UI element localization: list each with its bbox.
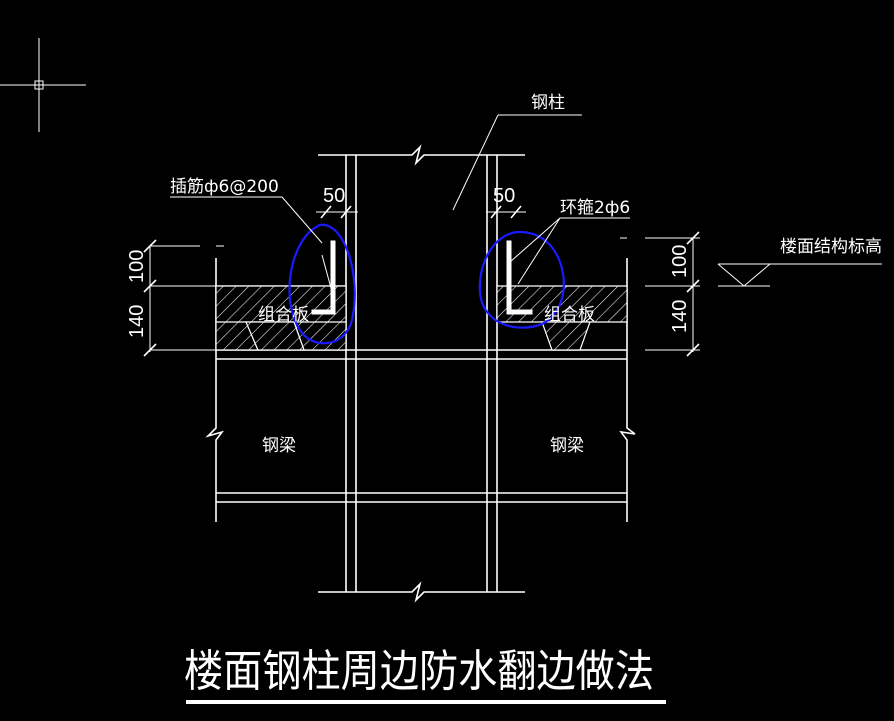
steel-column-label: 钢柱 (531, 93, 565, 113)
composite-slab-right-label: 组合板 (544, 305, 595, 325)
dimension-top-left (316, 205, 358, 219)
dim-right-slab: 140 (669, 300, 691, 333)
dowel-rebar-left (311, 240, 336, 315)
dowel-bar-label: 插筋ф6@200 (170, 177, 279, 197)
leader-steel-column (452, 114, 582, 211)
steel-beam-left-label: 钢梁 (262, 436, 296, 456)
markup-circle-right (478, 230, 565, 329)
leader-ring-hoop (509, 217, 630, 285)
dimension-left (143, 239, 216, 357)
steel-beam-right-label: 钢梁 (550, 436, 584, 456)
dimension-right (645, 231, 700, 357)
steel-column (318, 144, 525, 603)
dim-right-upstand: 100 (669, 245, 691, 278)
drawing-title: 楼面钢柱周边防水翻边做法 (184, 646, 654, 697)
floor-level-symbol-icon (717, 263, 882, 287)
dim-left-gap: 50 (323, 185, 345, 207)
ring-hoop-right (506, 240, 533, 315)
ring-hoop-label: 环箍2ф6 (560, 198, 630, 218)
markup-circle-left (288, 223, 356, 345)
dim-left-slab: 140 (126, 305, 148, 338)
dim-right-gap: 50 (493, 185, 515, 207)
crosshair-cursor-icon (0, 38, 86, 132)
dimension-top-right (486, 205, 526, 219)
leader-dowel-bar (170, 196, 323, 244)
composite-slab-left (215, 285, 347, 351)
dim-left-upstand: 100 (126, 250, 148, 283)
composite-slab-left-label: 组合板 (258, 305, 309, 325)
floor-level-label: 楼面结构标高 (780, 237, 882, 257)
